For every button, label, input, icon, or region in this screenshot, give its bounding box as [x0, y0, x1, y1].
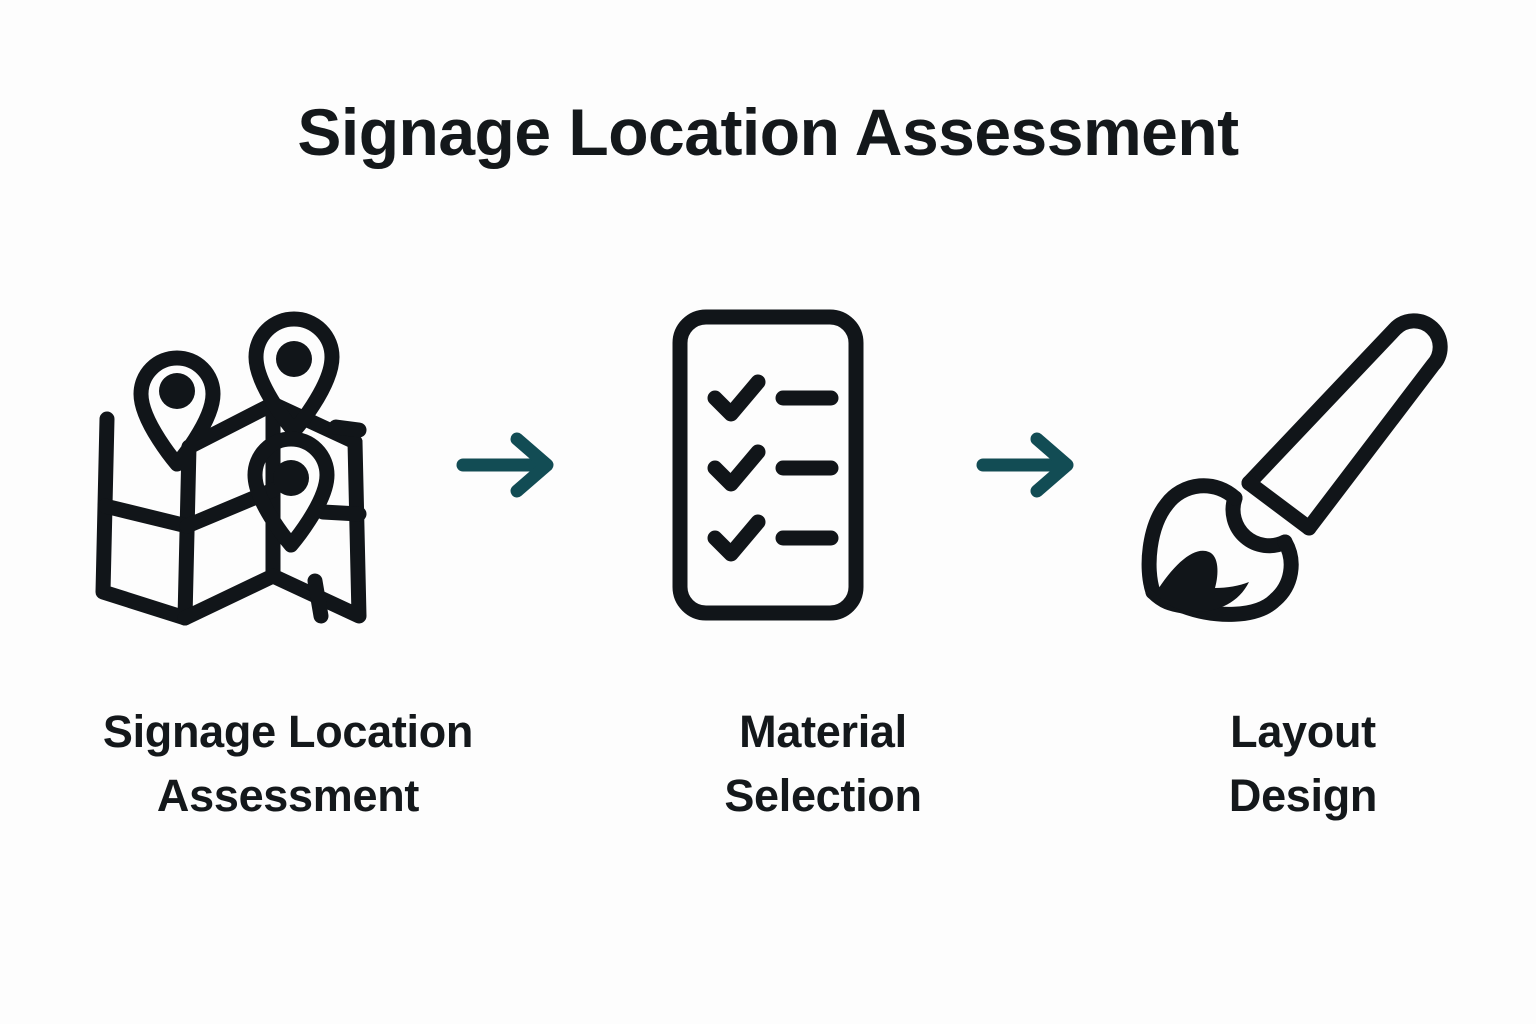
step-label-line-1: Signage Location	[102, 706, 474, 757]
step-label-line-2: Design	[1228, 769, 1378, 821]
map-with-location-pins-icon	[83, 300, 413, 630]
process-labels-row: Signage Location Assessment Material Sel…	[0, 700, 1536, 880]
checklist-document-icon	[603, 300, 933, 630]
paintbrush-icon	[1123, 300, 1453, 630]
step-label-line-2: Selection	[724, 769, 922, 821]
process-flow-row	[0, 300, 1536, 680]
step-label-line-1: Layout	[1230, 706, 1376, 757]
step-label-line-1: Material	[739, 706, 907, 757]
step-label-signage-location-assessment: Signage Location Assessment	[53, 700, 523, 828]
page-title: Signage Location Assessment	[297, 95, 1239, 169]
step-label-line-2: Assessment	[156, 769, 420, 821]
step-label-layout-design: Layout Design	[1123, 700, 1483, 828]
flow-step-material-selection[interactable]	[568, 300, 968, 630]
arrow-right-icon-1	[448, 300, 568, 630]
arrow-right-icon-2	[968, 300, 1088, 630]
step-label-material-selection: Material Selection	[643, 700, 1003, 828]
flow-step-layout-design[interactable]	[1088, 300, 1488, 630]
flow-step-signage-location-assessment[interactable]	[48, 300, 448, 630]
